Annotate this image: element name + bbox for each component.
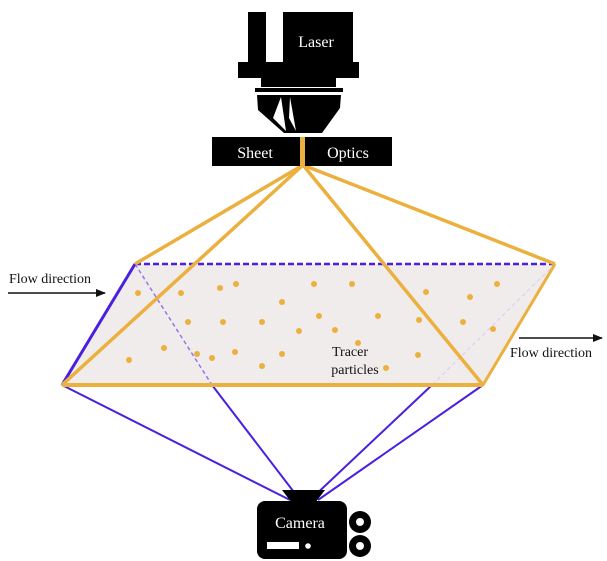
tracer-particle: [232, 349, 238, 355]
flow-direction-right-label: Flow direction: [510, 346, 592, 361]
tracer-particle: [178, 290, 184, 296]
camera-fov-hidden-right: [431, 263, 556, 386]
tracer-particle: [161, 345, 167, 351]
tracer-particle: [316, 313, 322, 319]
tracer-particle: [375, 313, 381, 319]
tracer-particle: [233, 281, 239, 287]
tracer-particle: [185, 319, 191, 325]
tracer-particle: [494, 281, 500, 287]
tracer-particle: [259, 319, 265, 325]
camera-label: Camera: [275, 515, 325, 532]
laser-device: Laser: [238, 12, 359, 133]
tracer-particle: [296, 328, 302, 334]
tracer-particle: [311, 281, 317, 287]
tracer-particle: [467, 294, 473, 300]
tracer-particle: [217, 285, 223, 291]
tracer-particle: [194, 351, 200, 357]
laser-sheet-beams: [60, 163, 556, 387]
tracer-particle: [126, 357, 132, 363]
tracer-particle: [423, 289, 429, 295]
tracer-particle: [135, 290, 141, 296]
plane-left-edge: [60, 263, 137, 386]
laser-label: Laser: [298, 34, 334, 51]
tracer-particle: [220, 319, 226, 325]
plane-right-edge: [481, 263, 557, 386]
tracer-particle: [349, 281, 355, 287]
tracer-particle: [279, 351, 285, 357]
sheet-optics-block: Sheet Optics: [212, 137, 392, 166]
optics-label: Optics: [327, 145, 369, 162]
sheet-label: Sheet: [237, 145, 273, 162]
tracer-particle: [259, 363, 265, 369]
tracer-particles: [126, 281, 500, 371]
tracer-label-line1: Tracer: [332, 345, 368, 360]
tracer-particle: [383, 365, 389, 371]
camera-fov-lines: [61, 384, 484, 501]
tracer-particle: [332, 327, 338, 333]
camera-fov-hidden-left: [134, 263, 213, 386]
flow-direction-left-label: Flow direction: [9, 272, 91, 287]
tracer-particle: [416, 317, 422, 323]
tracer-particle: [415, 352, 421, 358]
tracer-particle: [279, 299, 285, 305]
tracer-particle: [209, 355, 215, 361]
camera-device: Camera: [257, 490, 371, 559]
measurement-plane: [62, 264, 555, 385]
tracer-particle: [490, 326, 496, 332]
tracer-particle: [460, 319, 466, 325]
tracer-particle: [355, 340, 361, 346]
tracer-label-line2: particles: [331, 363, 378, 378]
